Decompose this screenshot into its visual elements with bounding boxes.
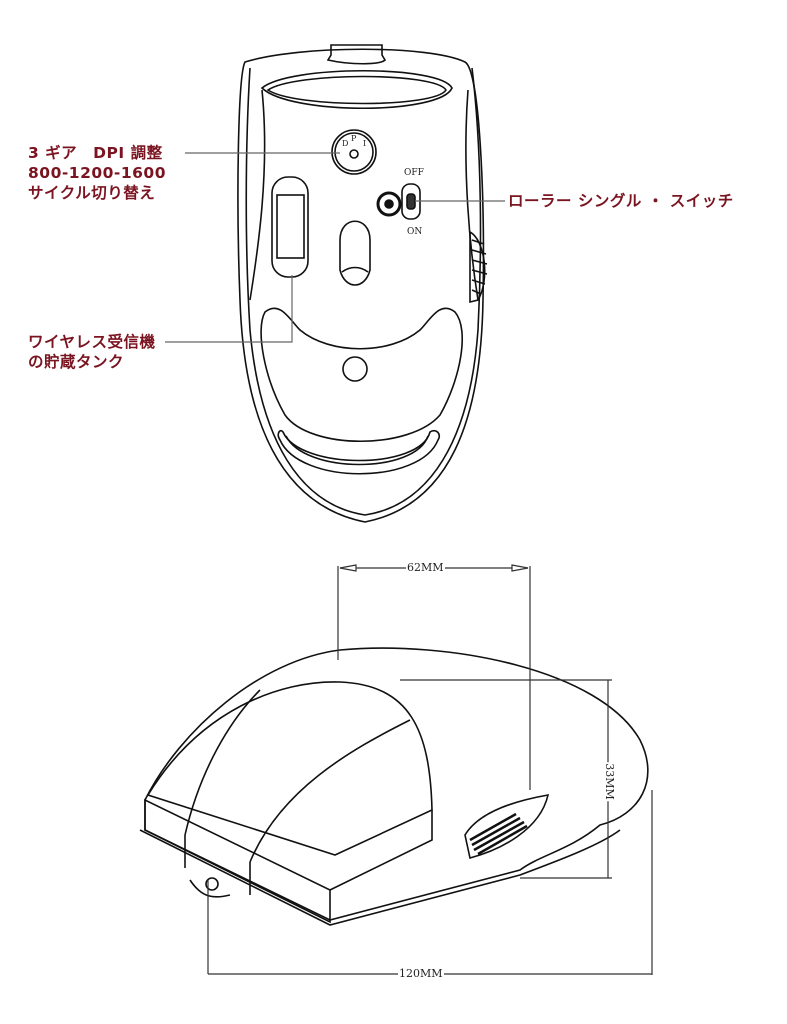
mouse-bottom-view: [237, 44, 488, 523]
dpi-letter-p: P: [351, 134, 357, 143]
dpi-callout-line2: 800-1200-1600: [28, 164, 167, 182]
switch-on-label: ON: [407, 227, 423, 237]
receiver-callout-line1: ワイヤレス受信機: [28, 333, 156, 351]
switch-off-label: OFF: [404, 168, 424, 178]
roller-switch-callout: ローラー シングル ・ スイッチ: [508, 192, 734, 210]
length-dimension-label: 120MM: [398, 967, 444, 980]
receiver-callout-line2: の貯蔵タンク: [28, 353, 125, 371]
dpi-adjust-callout: 3 ギア DPI 調整 800-1200-1600 サイクル切り替え: [28, 143, 166, 203]
dimension-lines: [207, 564, 653, 975]
receiver-storage-callout: ワイヤレス受信機 の貯蔵タンク: [28, 332, 156, 372]
dpi-letter-i: I: [363, 139, 367, 148]
dpi-callout-line1: 3 ギア DPI 調整: [28, 144, 163, 162]
dpi-letter-d: D: [342, 139, 349, 148]
height-dimension-label: 33MM: [602, 762, 616, 801]
leader-lines-top: [165, 152, 505, 343]
width-dimension-label: 62MM: [406, 561, 445, 574]
dpi-callout-line3: サイクル切り替え: [28, 184, 156, 202]
mouse-side-view: [139, 647, 649, 926]
